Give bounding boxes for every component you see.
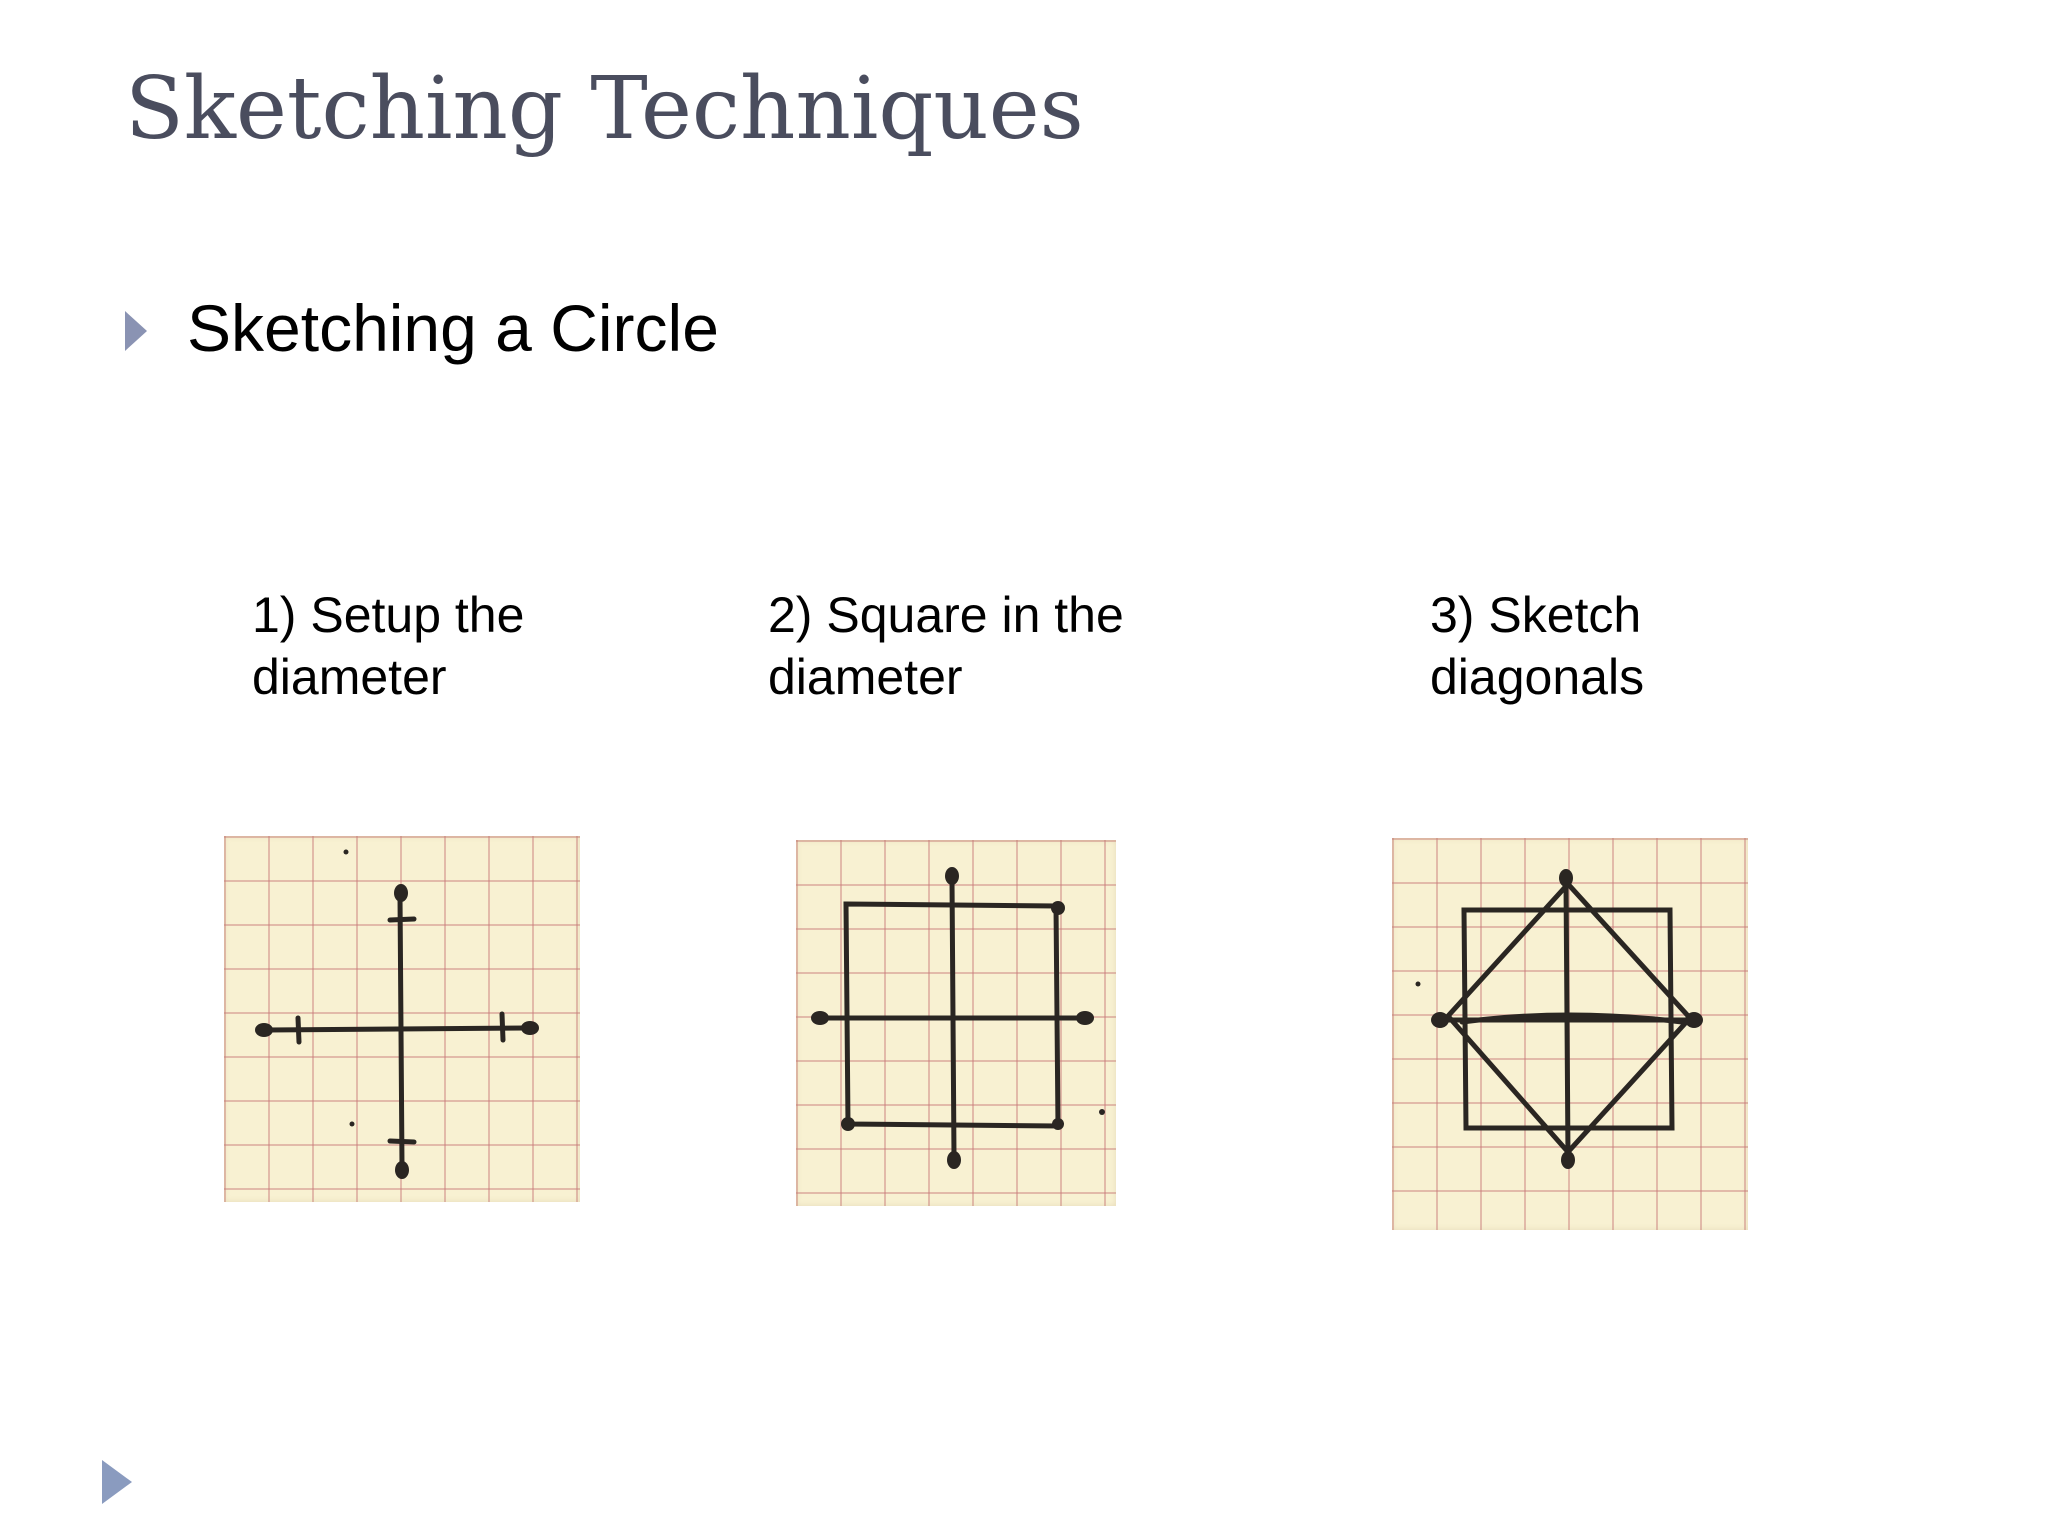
slide-title: Sketching Techniques: [125, 59, 1084, 159]
step-1-sketch-drawing: [255, 849, 539, 1179]
step-3-caption-line1: 3) Sketch: [1430, 587, 1642, 643]
step-3-sketch-image: [1392, 838, 1748, 1230]
bullet-item: Sketching a Circle: [125, 290, 719, 366]
nav-triangle-right-icon: [102, 1460, 132, 1504]
step-2-sketch-drawing: [811, 867, 1105, 1169]
step-2-caption: 2) Square in the diameter: [768, 584, 1124, 708]
step-3-caption-line2: diagonals: [1430, 649, 1645, 705]
bullet-text: Sketching a Circle: [187, 291, 719, 365]
step-1-caption-line1: 1) Setup the: [252, 587, 525, 643]
step-1-sketch-image: [224, 836, 580, 1202]
triangle-right-icon: [125, 311, 147, 351]
step-1-caption-line2: diameter: [252, 649, 447, 705]
step-2-caption-line1: 2) Square in the: [768, 587, 1124, 643]
step-2-sketch-image: [796, 840, 1116, 1206]
step-3-caption: 3) Sketch diagonals: [1430, 584, 1644, 708]
step-2-caption-line2: diameter: [768, 649, 963, 705]
step-1-caption: 1) Setup the diameter: [252, 584, 524, 708]
step-3-sketch-drawing: [1415, 869, 1703, 1169]
